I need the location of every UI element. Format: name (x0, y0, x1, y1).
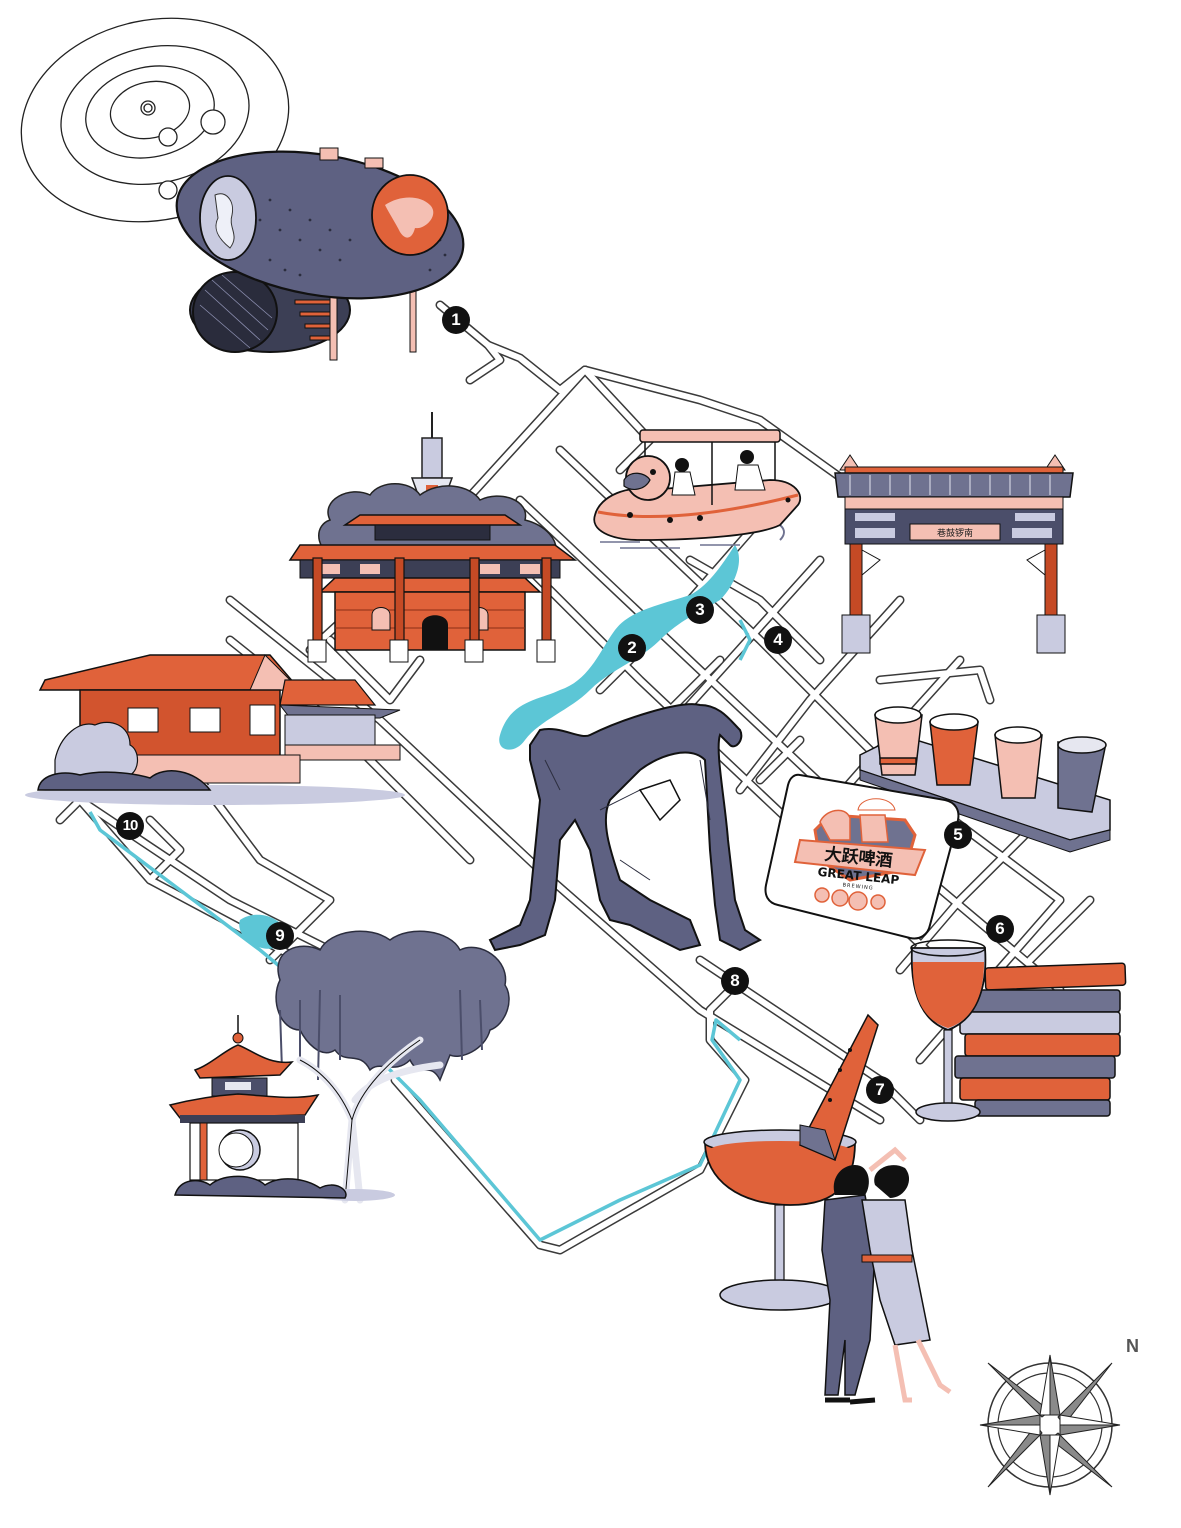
map-marker-9[interactable]: 9 (266, 922, 294, 950)
map-marker-4[interactable]: 4 (764, 626, 792, 654)
sculpture-illustration (488, 703, 762, 952)
planetarium-illustration (20, 17, 465, 361)
beer-flight-illustration (859, 706, 1111, 853)
map-marker-6[interactable]: 6 (986, 915, 1014, 943)
compass-north-label: N (1126, 1336, 1139, 1356)
duck-boat-illustration (593, 429, 801, 549)
map-marker-10[interactable]: 10 (116, 812, 144, 840)
coaster-logo-sub: BREWING (842, 882, 874, 891)
gate-sign-text: 巷鼓锣南 (937, 527, 973, 539)
compass-rose-icon (979, 1354, 1121, 1496)
archway-gate-illustration: 巷鼓锣南 (834, 454, 1074, 654)
brewery-coaster-illustration: 大跃啤酒 GREAT LEAP BREWING (764, 773, 960, 940)
lakeside-pavilion-illustration (25, 654, 405, 805)
map-marker-8[interactable]: 8 (721, 967, 749, 995)
map-marker-7[interactable]: 7 (866, 1076, 894, 1104)
map-marker-5[interactable]: 5 (944, 821, 972, 849)
map-marker-1[interactable]: 1 (442, 306, 470, 334)
dancing-couple-illustration (821, 1146, 952, 1405)
pagoda-pavilion-illustration (168, 1015, 347, 1199)
map-marker-2[interactable]: 2 (618, 634, 646, 662)
temple-illustration (288, 412, 578, 663)
wine-and-books-illustration (910, 939, 1127, 1122)
willow-tree-illustration (275, 930, 510, 1204)
cocktail-illustration (703, 1013, 879, 1311)
map-marker-3[interactable]: 3 (686, 596, 714, 624)
